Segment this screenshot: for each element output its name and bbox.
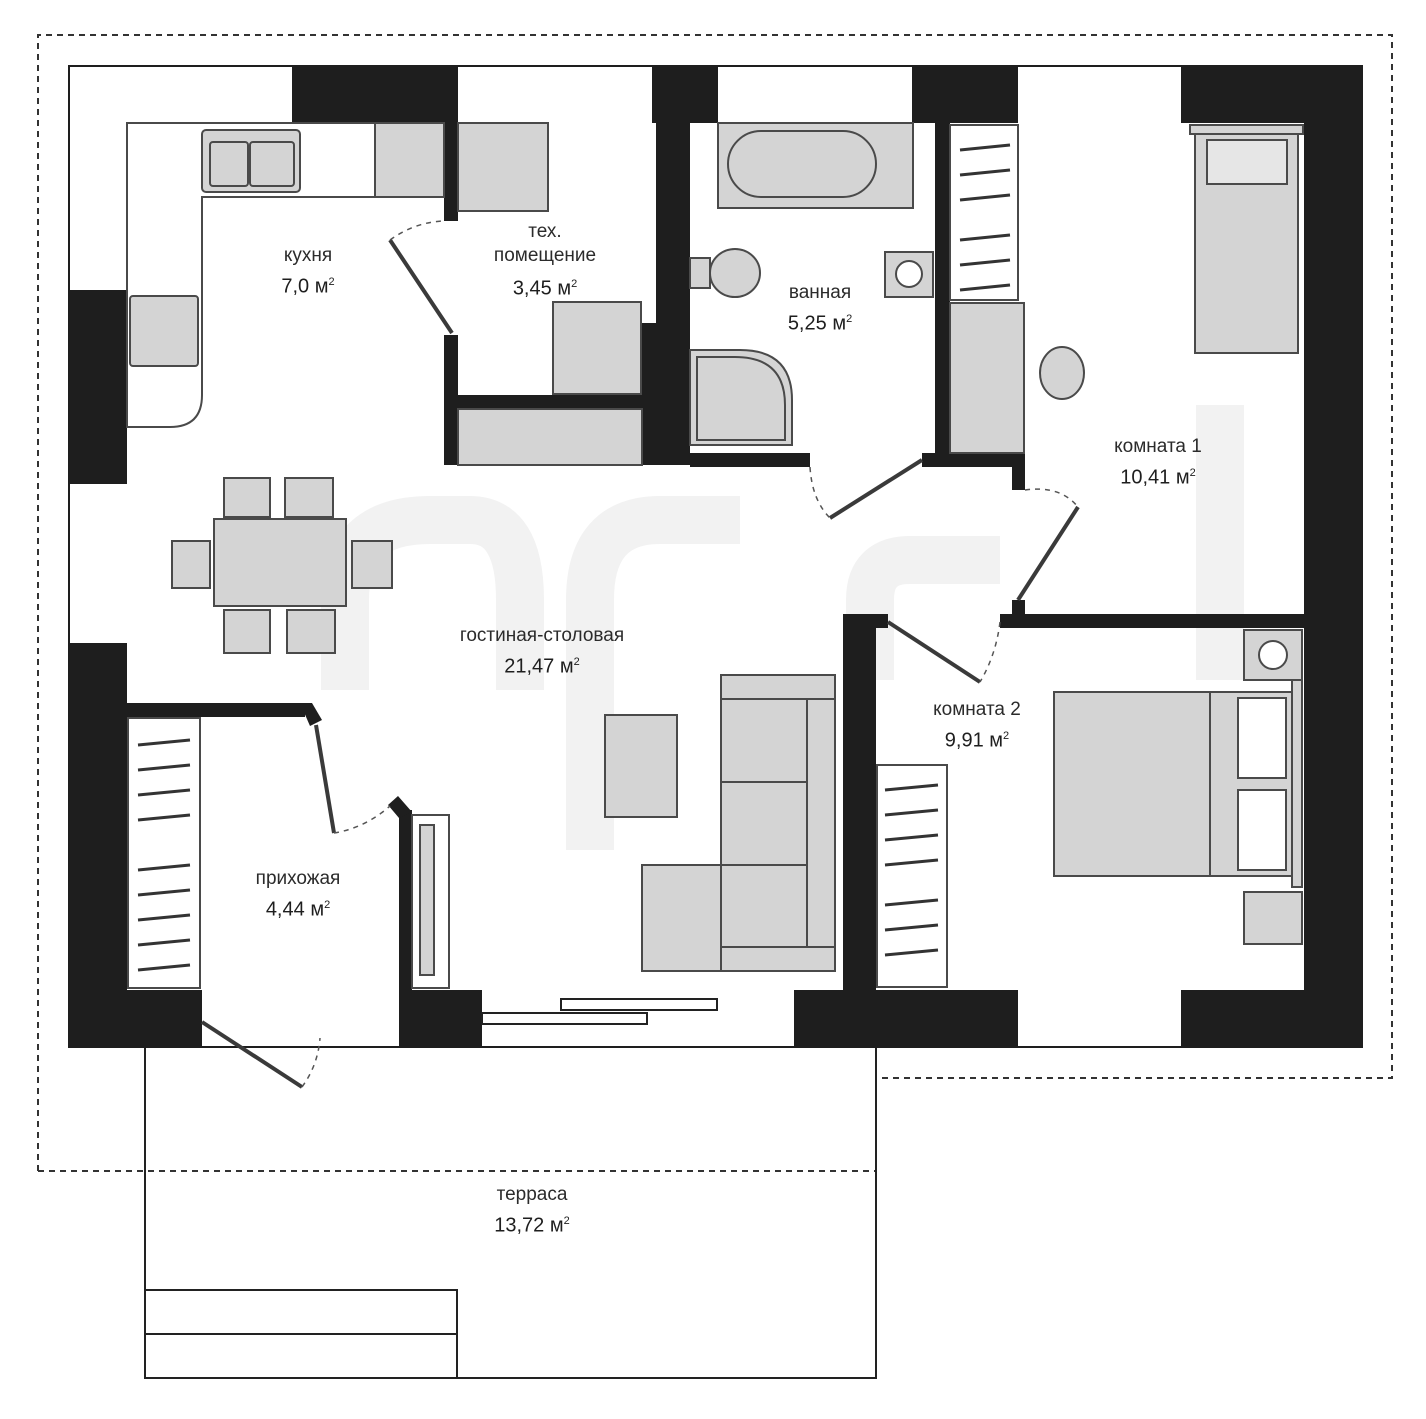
watermark-logo — [321, 405, 1244, 850]
sliding-door — [481, 998, 718, 1025]
terrace — [144, 1047, 877, 1379]
doors — [200, 238, 1080, 1089]
dashed-boundary — [37, 34, 1393, 1172]
walls — [69, 66, 1362, 1047]
wardrobe-hangers — [137, 143, 1011, 972]
furniture — [126, 122, 1304, 989]
